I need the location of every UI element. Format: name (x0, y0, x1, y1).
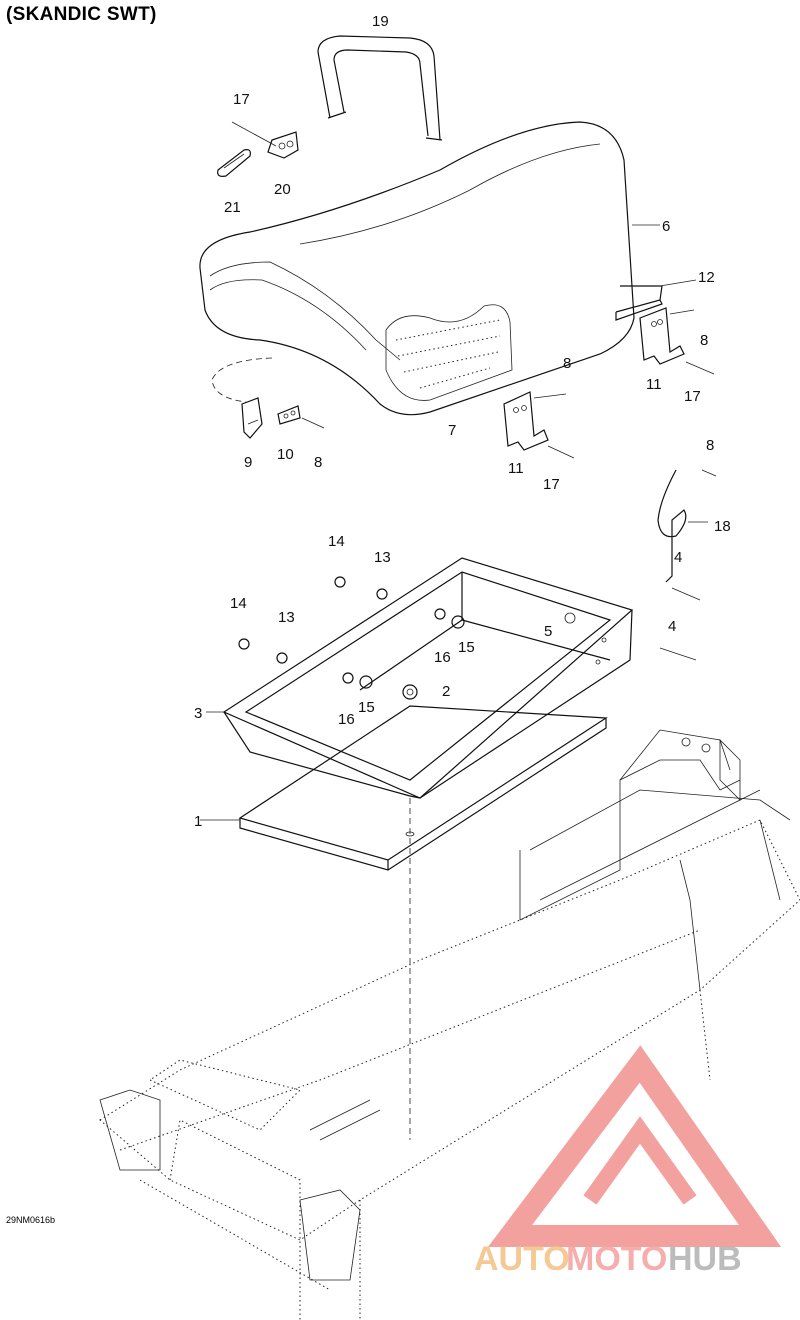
callout-15: 15 (458, 639, 475, 656)
callout-16: 16 (338, 711, 355, 728)
bracket-part-11-center (503, 391, 575, 459)
callout-12: 12 (698, 269, 715, 286)
watermark-text: AUTO MOTO HUB (474, 1240, 742, 1278)
callout-18: 18 (714, 518, 731, 535)
diagram-title: (SKANDIC SWT) (6, 4, 157, 25)
callout-17: 17 (684, 388, 701, 405)
callout-labels: 19 17 20 21 6 12 8 11 17 8 7 9 10 8 11 1… (194, 13, 731, 830)
callout-6: 6 (662, 218, 670, 235)
callout-8: 8 (700, 332, 708, 349)
watermark-logo (487, 1045, 782, 1247)
clip-part-20 (231, 121, 299, 159)
bracket-part-11-right (639, 307, 715, 375)
seat-part-6 (199, 121, 660, 416)
cable-part-18 (657, 469, 717, 601)
callout-16: 16 (434, 649, 451, 666)
callout-15: 15 (358, 699, 375, 716)
callout-17: 17 (543, 476, 560, 493)
board-part-1 (200, 705, 608, 871)
callout-5: 5 (544, 623, 552, 640)
callout-14: 14 (328, 533, 345, 550)
callout-11: 11 (646, 376, 662, 393)
figure-code: 29NM0616b (6, 1215, 56, 1225)
callout-20: 20 (274, 181, 291, 198)
callout-1: 1 (194, 813, 202, 830)
clip-part-21 (217, 149, 251, 177)
callout-3: 3 (194, 705, 202, 722)
strap-part-19 (317, 35, 443, 141)
callout-7: 7 (448, 422, 456, 439)
seat-base-part-3 (206, 557, 634, 799)
callout-10: 10 (277, 446, 294, 463)
callout-8: 8 (314, 454, 322, 471)
watermark-hub: HUB (668, 1240, 742, 1278)
callout-13: 13 (278, 609, 295, 626)
callout-11: 11 (508, 460, 524, 477)
callout-2: 2 (442, 683, 450, 700)
callout-8: 8 (706, 437, 714, 454)
plate-part-10 (277, 405, 325, 429)
callout-21: 21 (224, 199, 241, 216)
callout-13: 13 (374, 549, 391, 566)
fastener-group (238, 576, 697, 700)
bracket-part-9 (241, 397, 263, 439)
callout-4: 4 (674, 549, 682, 566)
callout-8: 8 (563, 355, 571, 372)
rod-part-12 (615, 279, 697, 321)
callout-17: 17 (233, 91, 250, 108)
watermark-auto: AUTO (474, 1240, 570, 1278)
callout-14: 14 (230, 595, 247, 612)
watermark-moto: MOTO (566, 1240, 667, 1278)
chassis-frame (99, 729, 800, 1320)
callout-9: 9 (244, 454, 252, 471)
callout-19: 19 (372, 13, 389, 30)
callout-4: 4 (668, 618, 676, 635)
